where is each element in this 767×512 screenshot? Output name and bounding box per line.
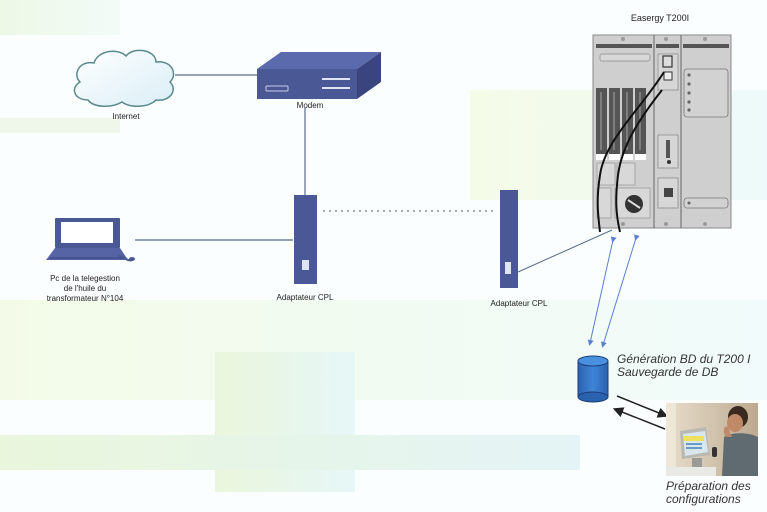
- cpl-left-label: Adaptateur CPL: [276, 293, 334, 302]
- pc-label-line: de l'huile du: [63, 284, 107, 293]
- cpl-right-label: Adaptateur CPL: [490, 299, 548, 308]
- t200i-title: Easergy T200I: [630, 13, 690, 23]
- powerline-adapter-icon: [294, 195, 317, 284]
- arrow-operator-to-db: [612, 407, 666, 430]
- modem-label: Modem: [296, 101, 324, 110]
- operator-label-line: Préparation des: [666, 479, 751, 493]
- arrow-db-to-t200: [601, 234, 640, 348]
- database-label-line: Sauvegarde de DB: [617, 365, 719, 379]
- bg-tint: [0, 0, 120, 35]
- cable: [596, 71, 665, 233]
- link-cpl-t200: [517, 229, 613, 273]
- database-label: Génération BD du T200 I Sauvegarde de DB: [617, 353, 767, 379]
- bg-tint: [0, 435, 580, 470]
- operator-label-line: configurations: [666, 492, 741, 506]
- pc-label-line: Pc de la telegestion: [50, 274, 120, 283]
- operator-photo: [666, 403, 758, 476]
- database-icon: [577, 355, 609, 403]
- powerline-adapter-icon: [500, 190, 518, 288]
- cloud-icon: [73, 49, 175, 107]
- pc-label-line: transformateur N°104: [46, 294, 124, 303]
- arrow-db-to-operator: [616, 395, 669, 418]
- database-label-line: Génération BD du T200 I: [617, 352, 751, 366]
- arrow-t200-to-db: [587, 236, 617, 346]
- pc-label: Pc de la telegestion de l'huile du trans…: [30, 274, 140, 304]
- internet-label: Internet: [112, 112, 140, 121]
- laptop-icon: [46, 218, 135, 262]
- bg-tint: [0, 118, 120, 133]
- rtu-rack-icon: [592, 34, 732, 233]
- cable: [615, 89, 663, 233]
- modem-icon: [257, 52, 381, 99]
- operator-label: Préparation des configurations: [666, 480, 766, 506]
